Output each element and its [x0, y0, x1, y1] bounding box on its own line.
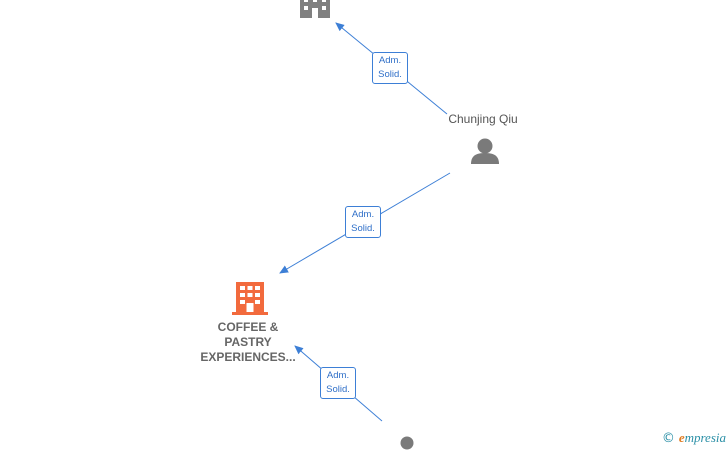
main-company-name-line-3: EXPERIENCES... — [200, 350, 296, 364]
edge-label-middle: Adm. Solid. — [345, 206, 381, 238]
bottom-person-icon[interactable] — [394, 436, 420, 450]
edge-label-bottom-role-type: Solid. — [326, 384, 350, 395]
brand-initial: e — [678, 430, 685, 445]
edge-label-middle-role: Adm. — [351, 209, 375, 220]
empresia-watermark: ©empresia — [662, 430, 726, 446]
edge-label-middle-role-type: Solid. — [351, 223, 375, 234]
person-chunjing-name[interactable]: Chunjing Qiu — [448, 112, 518, 126]
edge-label-top: Adm. Solid. — [372, 52, 408, 84]
main-company-name-line-1: COFFEE & — [217, 320, 279, 334]
top-company-building-icon[interactable] — [300, 0, 330, 18]
edge-label-top-role-type: Solid. — [378, 69, 402, 80]
person-chunjing-icon[interactable] — [471, 138, 499, 165]
main-company-name-line-2: PASTRY — [224, 335, 272, 349]
copyright-symbol: © — [661, 431, 675, 446]
main-company-building-icon[interactable] — [232, 282, 268, 315]
edge-label-top-role: Adm. — [378, 55, 402, 66]
main-company-name[interactable]: COFFEE & PASTRY EXPERIENCES... — [188, 320, 308, 365]
edge-label-bottom-role: Adm. — [326, 370, 350, 381]
edge-label-bottom: Adm. Solid. — [320, 367, 356, 399]
brand-name-rest: mpresia — [684, 430, 726, 445]
